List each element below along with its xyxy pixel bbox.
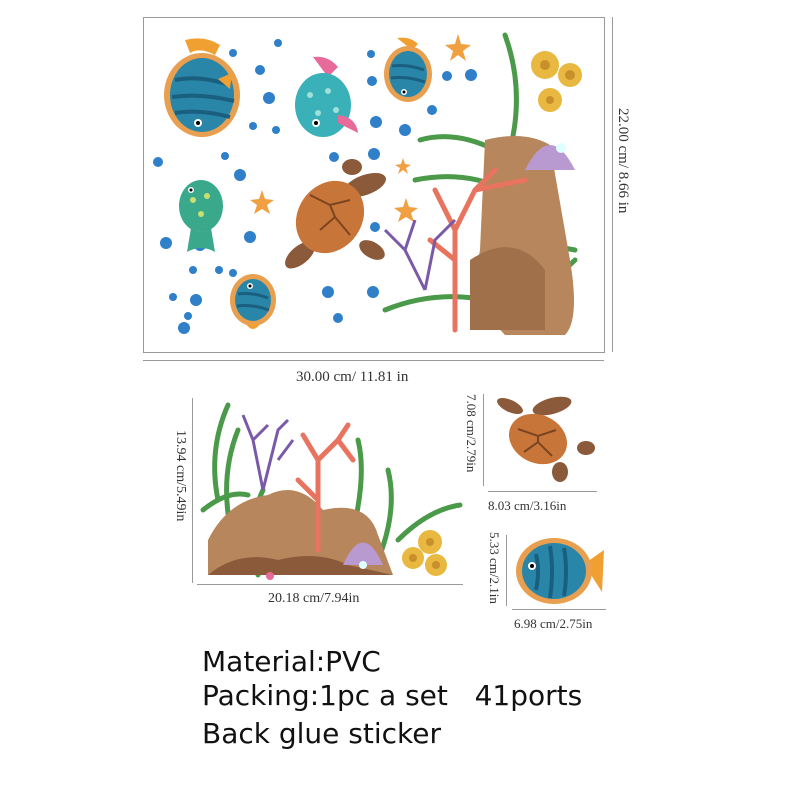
turtle-height-line (483, 394, 484, 486)
fish-height-label: 5.33 cm/2.1in (487, 532, 502, 604)
turtle-sticker (497, 396, 595, 482)
sheet-width-line (143, 360, 604, 361)
reef-sticker-sheet (382, 32, 582, 335)
turtle-height-label: 7.08 cm/2.79in (464, 394, 479, 473)
fish-height-line (506, 535, 507, 606)
fish-sticker-green (179, 180, 223, 252)
fish-sticker-teal (295, 56, 358, 137)
sheet-height-line (612, 17, 613, 352)
material-text: Material:PVC (202, 645, 381, 678)
sticker-sheet-frame (143, 17, 605, 353)
sheet-height-label: 22.00 cm/ 8.66 in (615, 108, 631, 214)
glue-text: Back glue sticker (202, 717, 441, 750)
reef-height-label: 13.94 cm/5.49in (173, 430, 188, 522)
fish-width-label: 6.98 cm/2.75in (514, 616, 593, 631)
fish-width-line (512, 609, 606, 610)
reef-height-line (192, 398, 193, 583)
turtle-width-label: 8.03 cm/3.16in (488, 498, 567, 513)
reef-width-line (197, 584, 463, 585)
fish-sticker-large (164, 38, 240, 137)
fish-sticker-small-top (384, 37, 432, 102)
packing-text: Packing:1pc a set 41ports (202, 679, 583, 712)
sheet-width-label: 30.00 cm/ 11.81 in (296, 369, 409, 385)
reef-width-label: 20.18 cm/7.94in (268, 591, 360, 606)
reef-sticker (200, 402, 463, 580)
fish-sticker (516, 538, 604, 604)
turtle-sticker-sheet (285, 159, 386, 269)
fish-sticker-small-bottom (230, 274, 276, 329)
turtle-width-line (488, 491, 597, 492)
